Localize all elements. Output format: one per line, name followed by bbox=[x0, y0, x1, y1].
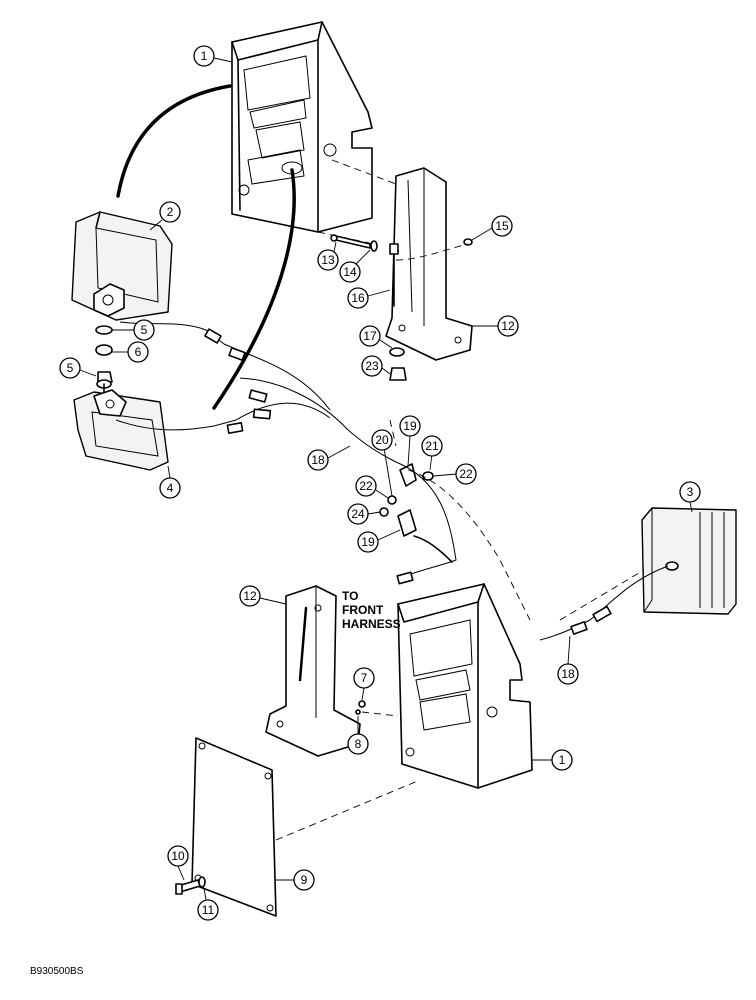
svg-text:22: 22 bbox=[459, 467, 473, 481]
lower-housing bbox=[397, 583, 533, 789]
callout-15: 15 bbox=[471, 215, 513, 241]
wiring-bundle-curve bbox=[116, 84, 232, 198]
callout-9: 9 bbox=[276, 869, 315, 891]
callout-24: 24 bbox=[347, 503, 381, 525]
callout-18-a: 18 bbox=[307, 445, 351, 471]
callout-16: 16 bbox=[347, 287, 391, 309]
callout-20: 20 bbox=[371, 429, 393, 497]
svg-text:8: 8 bbox=[355, 737, 362, 751]
lamp-harness-wires bbox=[115, 321, 397, 463]
svg-text:10: 10 bbox=[171, 849, 185, 863]
svg-text:5: 5 bbox=[141, 323, 148, 337]
svg-text:9: 9 bbox=[301, 873, 308, 887]
svg-text:18: 18 bbox=[561, 667, 575, 681]
rear-lamp bbox=[641, 507, 737, 615]
assembly-lines bbox=[275, 159, 645, 841]
svg-text:23: 23 bbox=[365, 359, 379, 373]
svg-text:3: 3 bbox=[687, 485, 694, 499]
cover-plate bbox=[191, 737, 277, 917]
svg-text:19: 19 bbox=[403, 419, 417, 433]
callout-1-bottom: 1 bbox=[532, 749, 573, 771]
svg-text:17: 17 bbox=[363, 329, 377, 343]
callout-21: 21 bbox=[421, 435, 443, 471]
callout-3: 3 bbox=[679, 481, 701, 513]
callout-14: 14 bbox=[339, 249, 371, 283]
callout-6: 6 bbox=[112, 341, 149, 363]
svg-text:12: 12 bbox=[243, 589, 257, 603]
svg-text:7: 7 bbox=[361, 671, 368, 685]
lower-lamp bbox=[73, 389, 169, 471]
svg-text:11: 11 bbox=[202, 903, 215, 917]
svg-text:22: 22 bbox=[359, 479, 373, 493]
svg-text:1: 1 bbox=[559, 753, 566, 767]
callout-7: 7 bbox=[353, 667, 375, 701]
harness-to-front bbox=[395, 461, 457, 579]
callout-18-b: 18 bbox=[557, 635, 579, 685]
callout-5-b: 5 bbox=[59, 357, 97, 379]
svg-text:6: 6 bbox=[135, 345, 142, 359]
svg-text:21: 21 bbox=[425, 439, 439, 453]
bolt-10 bbox=[175, 876, 206, 895]
routing-arrow bbox=[413, 535, 453, 563]
svg-text:5: 5 bbox=[67, 361, 74, 375]
mount-hardware bbox=[330, 234, 473, 381]
note-line-2: FRONT bbox=[342, 603, 384, 617]
svg-text:13: 13 bbox=[321, 253, 335, 267]
callout-23: 23 bbox=[361, 355, 391, 377]
callout-17: 17 bbox=[359, 325, 393, 349]
callout-13: 13 bbox=[317, 241, 339, 271]
upper-lamp bbox=[71, 211, 173, 321]
svg-text:20: 20 bbox=[375, 433, 389, 447]
callout-5-a: 5 bbox=[112, 319, 155, 341]
lamp-hardware-stack bbox=[95, 325, 113, 401]
svg-text:12: 12 bbox=[501, 319, 515, 333]
svg-text:2: 2 bbox=[167, 205, 174, 219]
svg-text:15: 15 bbox=[495, 219, 509, 233]
clamp-hardware bbox=[379, 463, 434, 537]
svg-text:1: 1 bbox=[201, 49, 208, 63]
document-id: B930500BS bbox=[30, 966, 84, 977]
note-line-3: HARNESS bbox=[342, 617, 401, 631]
callout-8: 8 bbox=[347, 716, 369, 755]
callout-22-a: 22 bbox=[433, 463, 477, 485]
callout-19-a: 19 bbox=[399, 415, 421, 467]
callout-1-top: 1 bbox=[193, 45, 233, 67]
screw-7-8 bbox=[355, 700, 366, 715]
svg-text:19: 19 bbox=[361, 535, 375, 549]
callout-12-bottom: 12 bbox=[239, 585, 287, 607]
wiring-bundle-main bbox=[212, 168, 296, 410]
callout-19-b: 19 bbox=[357, 529, 401, 553]
front-harness-note: TO FRONT HARNESS bbox=[342, 589, 401, 631]
svg-text:4: 4 bbox=[167, 481, 174, 495]
callout-11: 11 bbox=[197, 887, 219, 921]
rear-lamp-wire bbox=[539, 565, 669, 641]
callout-10: 10 bbox=[167, 845, 189, 881]
svg-text:24: 24 bbox=[351, 507, 365, 521]
upper-support bbox=[385, 167, 473, 361]
note-line-1: TO bbox=[342, 589, 358, 603]
callout-22-b: 22 bbox=[355, 475, 389, 499]
svg-text:18: 18 bbox=[311, 453, 325, 467]
svg-text:16: 16 bbox=[351, 291, 365, 305]
svg-text:14: 14 bbox=[343, 265, 357, 279]
callout-4: 4 bbox=[159, 465, 181, 499]
callout-12-top: 12 bbox=[472, 315, 519, 337]
upper-housing bbox=[231, 21, 373, 233]
callout-2: 2 bbox=[149, 201, 181, 231]
